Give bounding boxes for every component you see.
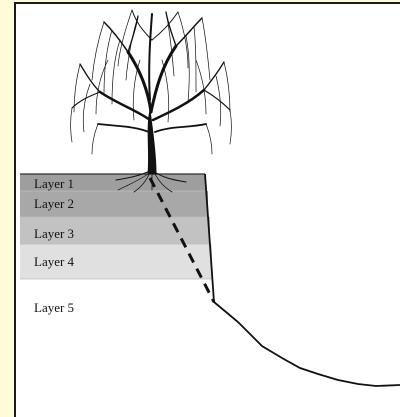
layer-2-label: Layer 2: [34, 196, 74, 211]
layer-4-label: Layer 4: [34, 254, 75, 269]
layer-4-band: [20, 244, 212, 279]
layer-separators: [20, 190, 212, 280]
layer-5-label: Layer 5: [34, 300, 74, 315]
failure-line: [148, 177, 216, 303]
layer-3-label: Layer 3: [34, 226, 74, 241]
layer-1-band: [20, 174, 206, 191]
slope-profile: [204, 173, 400, 387]
layer-2-band: [20, 191, 208, 217]
layer-1-label: Layer 1: [34, 176, 74, 191]
tree-icon: [70, 9, 232, 193]
